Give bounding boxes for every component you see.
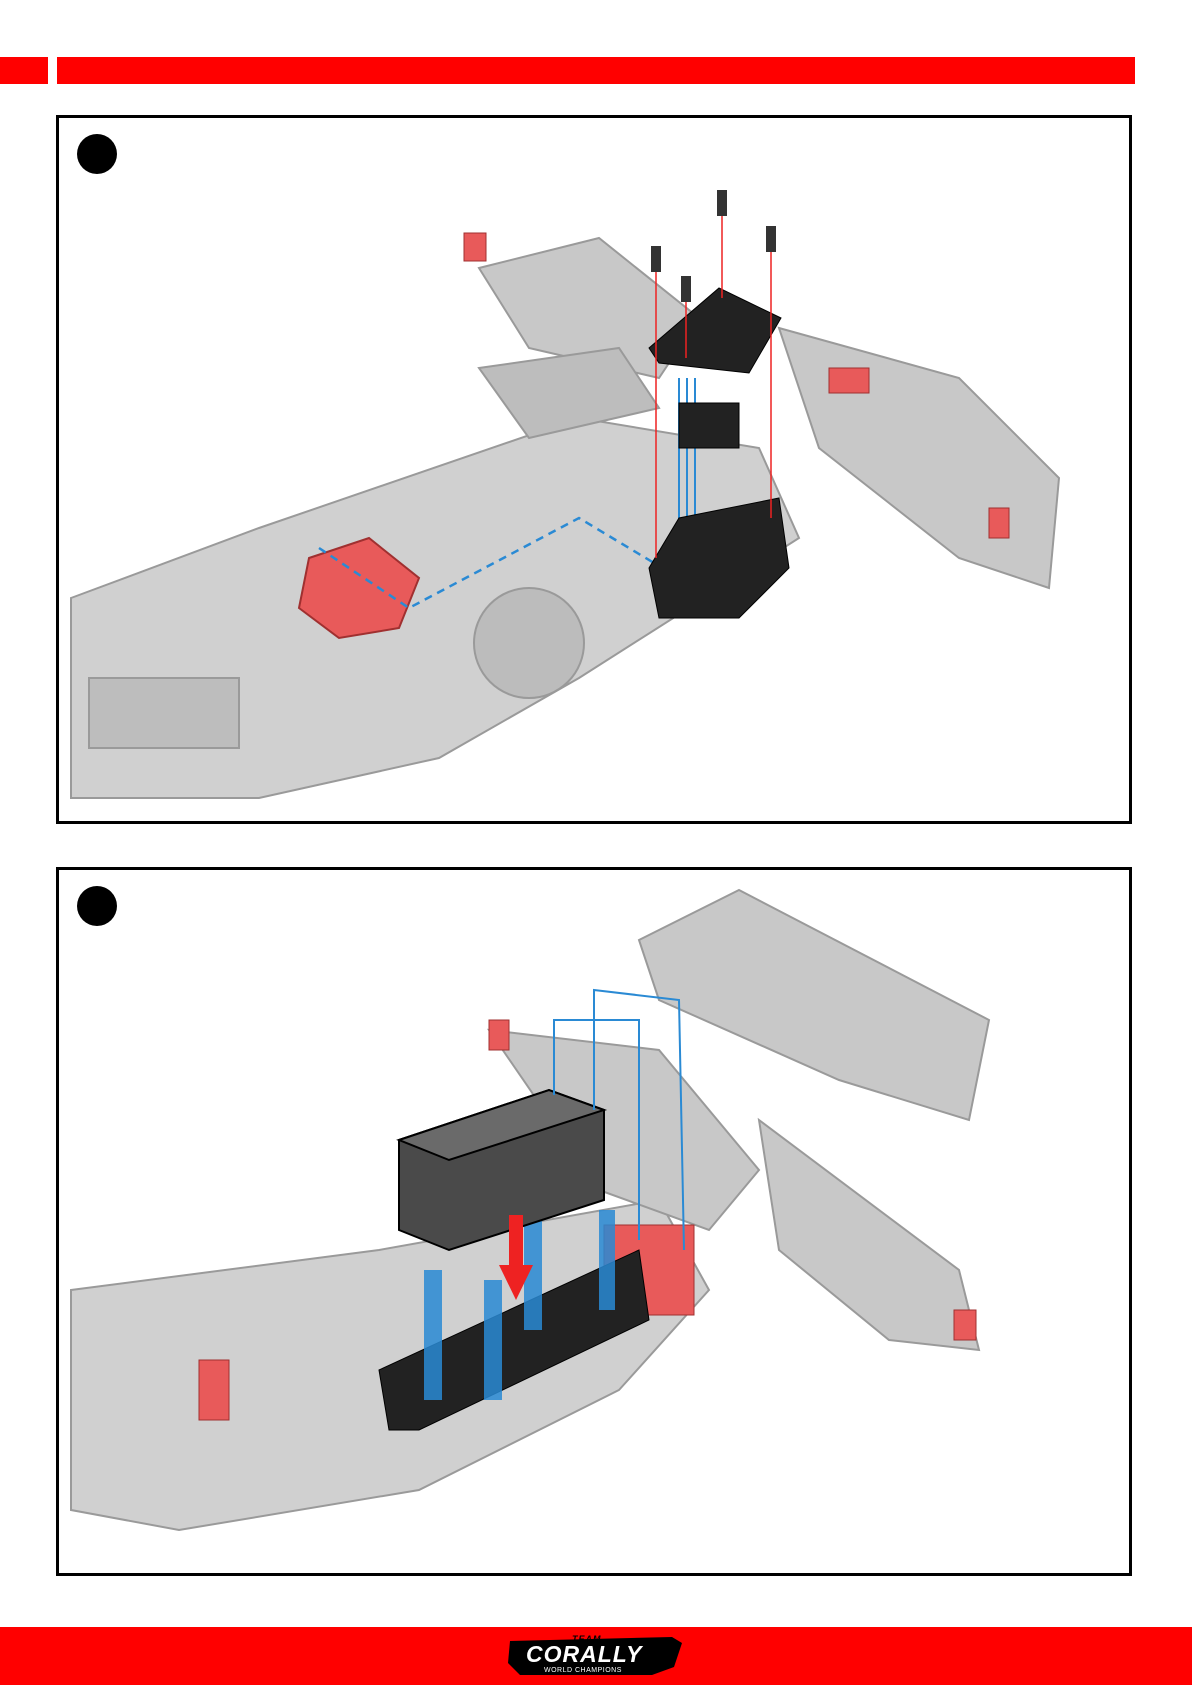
wheel-hub-rear <box>954 1310 976 1340</box>
wheel-hub-rear <box>989 508 1009 538</box>
step-panel-1 <box>56 115 1132 824</box>
logo-tagline: WORLD CHAMPIONS <box>544 1667 622 1674</box>
step-panel-2 <box>56 867 1132 1576</box>
receiver <box>679 403 739 448</box>
screw-heads <box>651 190 776 302</box>
wheel-hub-front <box>464 233 486 261</box>
step-1-illustration <box>59 118 1129 821</box>
chassis-outline <box>71 238 1059 798</box>
header-bar-left <box>0 57 48 84</box>
wheel-hub-front <box>489 1020 509 1050</box>
step-2-illustration <box>59 870 1129 1573</box>
brand-logo: TEAM CORALLY WORLD CHAMPIONS <box>502 1633 690 1679</box>
shock-spring <box>199 1360 229 1420</box>
header-bar <box>57 57 1135 84</box>
shock-spring <box>829 368 869 393</box>
logo-name-text: CORALLY <box>526 1641 642 1668</box>
rear-wing <box>639 890 989 1120</box>
footer-bar: TEAM CORALLY WORLD CHAMPIONS <box>0 1627 1192 1685</box>
